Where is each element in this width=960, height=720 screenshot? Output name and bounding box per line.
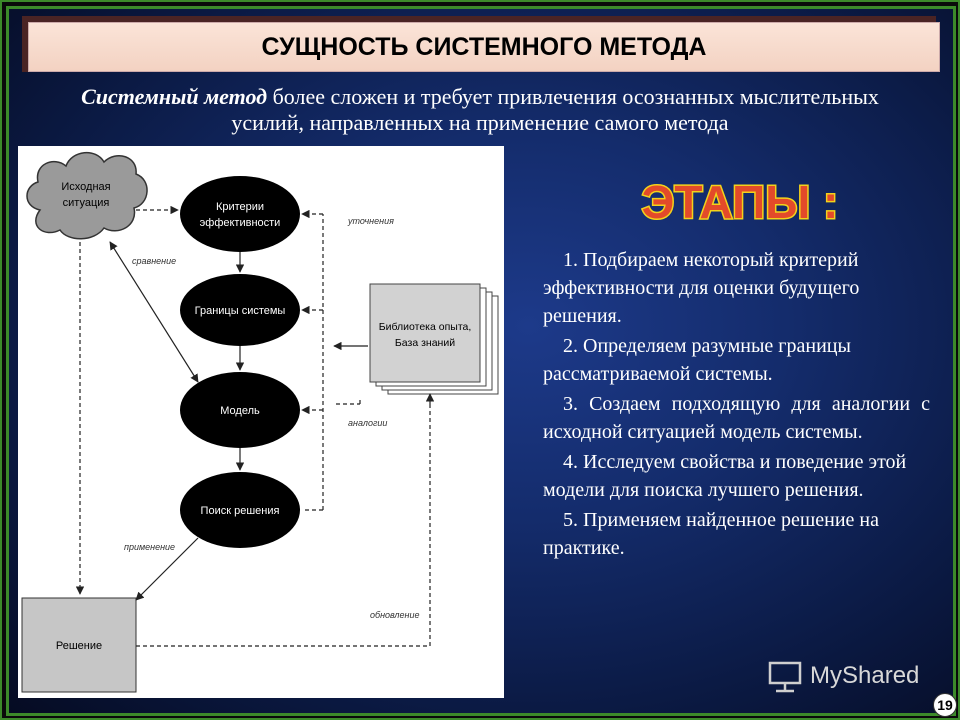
library-label-2: База знаний (395, 337, 455, 349)
label-comparison: сравнение (132, 256, 176, 266)
intro-line2: усилий, направленных на применение самог… (231, 110, 729, 135)
intro-emphasis: Системный метод (81, 84, 268, 109)
model-node: Модель (180, 372, 300, 448)
search-node: Поиск решения (180, 472, 300, 548)
model-label: Модель (220, 405, 260, 417)
criteria-label-1: Критерии (216, 201, 264, 213)
step-5: 5. Применяем найденное решение на практи… (543, 509, 879, 559)
label-analogies: аналогии (348, 418, 387, 428)
stages-heading: ЭТАПЫ : (640, 175, 840, 230)
solution-label: Решение (56, 640, 102, 652)
steps-list: 1. Подбираем некоторый критерий эффектив… (543, 246, 930, 564)
solution-node: Решение (21, 597, 137, 693)
initial-label-2: ситуация (63, 197, 110, 209)
stages-heading-text: ЭТАПЫ : (642, 176, 839, 228)
criteria-label-2: эффективности (200, 217, 281, 229)
label-update: обновление (370, 610, 419, 620)
intro-line1: более сложен и требует привлечения осозн… (267, 84, 879, 109)
search-label: Поиск решения (201, 505, 280, 517)
library-label-1: Библиотека опыта, (379, 321, 472, 333)
diagram-svg: Исходная ситуация Критерии эффективности… (21, 152, 499, 693)
criteria-node: Критерии эффективности (180, 176, 300, 252)
knowledge-library-node: Библиотека опыта, База знаний (369, 283, 499, 395)
label-clarification: уточнения (347, 216, 394, 226)
boundaries-node: Границы системы (180, 274, 300, 346)
initial-label-1: Исходная (61, 181, 110, 193)
application-arrow (135, 537, 199, 601)
intro-text: Системный метод более сложен и требует п… (20, 84, 940, 136)
boundaries-label: Границы системы (195, 305, 286, 317)
step-4: 4. Исследуем свойства и поведение этой м… (543, 451, 907, 501)
watermark: MyShared (766, 655, 946, 695)
label-application: применение (124, 542, 175, 552)
step-2: 2. Определяем разумные границы рассматри… (543, 335, 851, 385)
clarification-loop (301, 209, 324, 511)
title-box: СУЩНОСТЬ СИСТЕМНОГО МЕТОДА (28, 22, 940, 72)
slide-title: СУЩНОСТЬ СИСТЕМНОГО МЕТОДА (261, 32, 707, 61)
method-diagram: Исходная ситуация Критерии эффективности… (18, 146, 504, 698)
comparison-arrow (109, 241, 199, 383)
presentation-icon (768, 661, 802, 693)
page-number: 19 (933, 693, 957, 717)
step-3: 3. Создаем подходящую для аналогии с исх… (543, 393, 930, 443)
initial-situation-cloud: Исходная ситуация (26, 152, 148, 240)
update-loop (136, 396, 431, 647)
step-1: 1. Подбираем некоторый критерий эффектив… (543, 249, 860, 327)
watermark-text: MyShared (810, 662, 919, 689)
